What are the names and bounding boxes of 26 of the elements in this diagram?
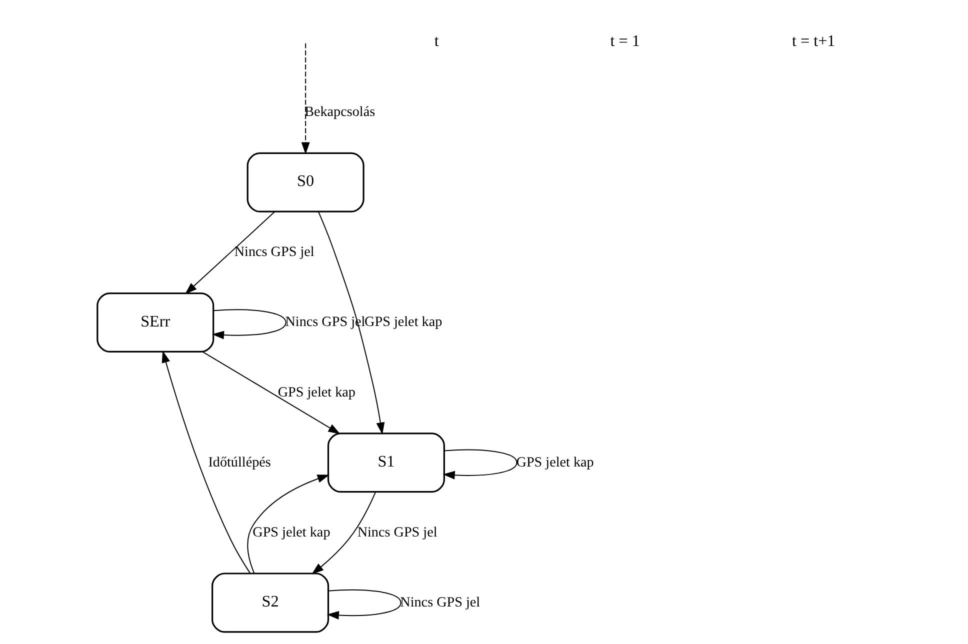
edge-label: Nincs GPS jel bbox=[234, 244, 314, 260]
arrow bbox=[161, 350, 250, 574]
node-box: SErr bbox=[96, 292, 214, 352]
node-box: S2 bbox=[211, 572, 329, 632]
label: t bbox=[434, 32, 438, 50]
arrow bbox=[246, 474, 330, 574]
edge-label: GPS jelet kap bbox=[516, 454, 594, 470]
edge-label: Bekapcsolás bbox=[304, 104, 375, 120]
arrow bbox=[211, 308, 286, 339]
label: t = 1 bbox=[610, 32, 640, 50]
arrow bbox=[184, 210, 275, 294]
arrow bbox=[326, 588, 401, 620]
edge-label: GPS jelet kap bbox=[277, 384, 355, 400]
edge-label: GPS jelet kap bbox=[364, 314, 442, 330]
arrow bbox=[300, 42, 310, 154]
edge-label: Nincs GPS jel bbox=[356, 524, 437, 540]
node-box: S1 bbox=[326, 432, 444, 492]
arrow bbox=[442, 448, 517, 479]
edge-label: GPS jelet kap bbox=[252, 524, 330, 540]
edge-label: Időtúllépés bbox=[208, 454, 270, 470]
arrow bbox=[202, 350, 340, 434]
node-box: S0 bbox=[246, 152, 364, 212]
arrow bbox=[318, 211, 384, 434]
edge-label: Nincs GPS jel bbox=[400, 594, 480, 610]
label: t = t+1 bbox=[792, 32, 835, 50]
arrow bbox=[311, 491, 376, 574]
